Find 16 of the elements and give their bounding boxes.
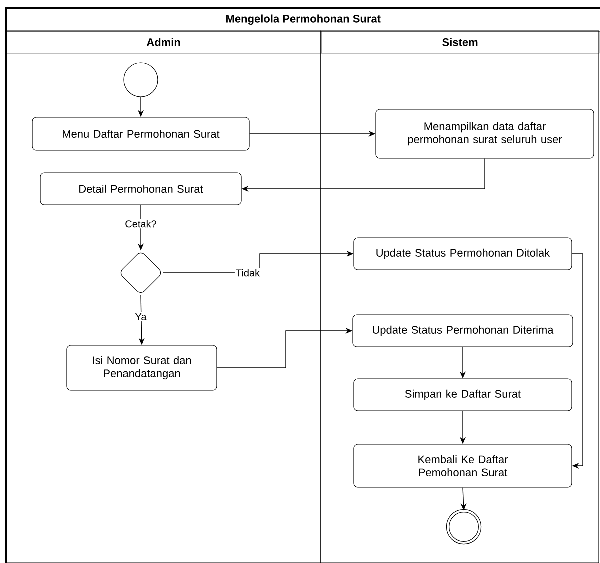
activity-box: Update Status Permohonan Ditolak [354,238,572,270]
activity-box: Update Status Permohonan Diterima [352,314,574,348]
activity-box: Menu Daftar Permohonan Surat [32,117,250,151]
activity-box: Isi Nomor Surat dan Penandatangan [66,345,218,391]
activity-box: Kembali Ke Daftar Pemohonan Surat [354,444,572,488]
arrow [572,254,584,470]
activity-box: Simpan ke Daftar Surat [354,378,572,412]
decision-diamond [120,252,162,294]
edge-label: Tidak [234,268,262,278]
edge-label: Cetak? [124,219,158,229]
activity-box: Menampilkan data daftar permohonan surat seluruh user [376,109,594,159]
activity-box: Detail Permohonan Surat [40,172,242,206]
edge-label: Ya [134,312,148,322]
end-node [446,509,482,545]
start-node [124,62,158,98]
pool-title: Mengelola Permohonan Surat [6,8,600,32]
